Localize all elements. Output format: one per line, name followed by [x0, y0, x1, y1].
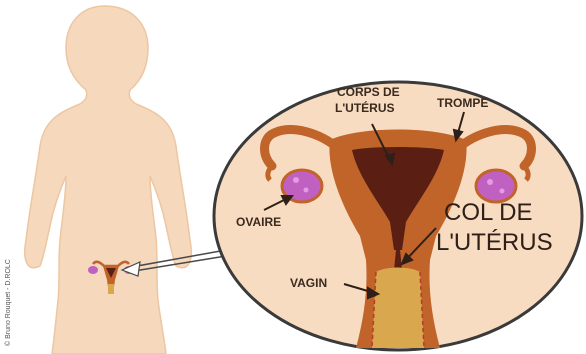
label-col-line1: COL DE	[444, 199, 532, 226]
woman-silhouette	[25, 6, 191, 354]
label-corps-line2: L'UTÉRUS	[335, 100, 395, 115]
label-col-line2: L'UTÉRUS	[436, 229, 553, 256]
vagina	[372, 268, 424, 349]
label-vagin: VAGIN	[290, 276, 327, 290]
image-credit: © Bruno Rouquet - D.ROLC	[4, 259, 12, 346]
label-corps-line1: CORPS DE	[337, 85, 400, 99]
label-trompe: TROMPE	[437, 96, 488, 110]
label-ovaire: OVAIRE	[236, 215, 281, 229]
